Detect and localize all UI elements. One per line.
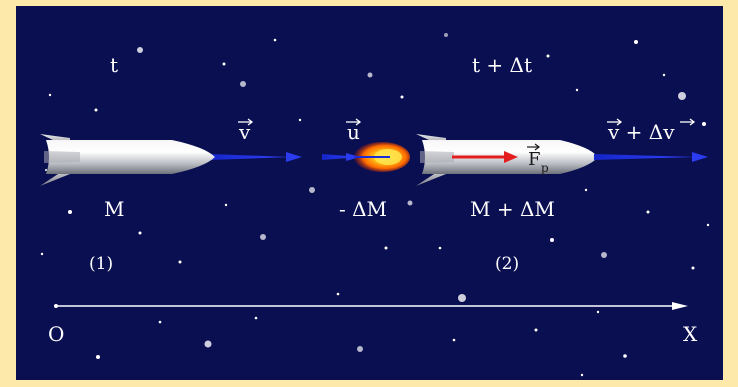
axis-label: X [683, 322, 698, 346]
svg-text:p: p [541, 161, 549, 175]
ejecta-velocity-arrow [322, 153, 360, 161]
state-label-2: (2) [495, 254, 519, 274]
velocity-arrow-1 [210, 152, 302, 162]
svg-text:u: u [347, 120, 360, 144]
time-label-1: t [110, 53, 118, 77]
svg-text:v + Δv: v + Δv [607, 120, 675, 144]
origin-label: O [48, 322, 64, 346]
space-panel [16, 6, 723, 380]
svg-text:F: F [528, 149, 541, 170]
force-arrow [452, 151, 518, 163]
exhaust-flame [354, 142, 410, 172]
ejecta-velocity-label: u [346, 118, 362, 144]
rocket-1 [40, 134, 215, 186]
x-axis [54, 302, 688, 310]
velocity-label-1: v [238, 118, 254, 144]
mass-label-2: M + ΔM [470, 197, 555, 221]
velocity-arrow-2 [594, 152, 708, 162]
state-label-1: (1) [89, 254, 113, 274]
time-label-2: t + Δt [472, 53, 532, 77]
svg-text:v: v [238, 120, 251, 144]
mass-label-1: M [104, 197, 124, 221]
velocity-label-2: v + Δv [607, 118, 696, 144]
star-field [40, 33, 710, 377]
force-label: F p [527, 143, 549, 175]
mass-label-ejecta: - ΔM [339, 197, 387, 221]
